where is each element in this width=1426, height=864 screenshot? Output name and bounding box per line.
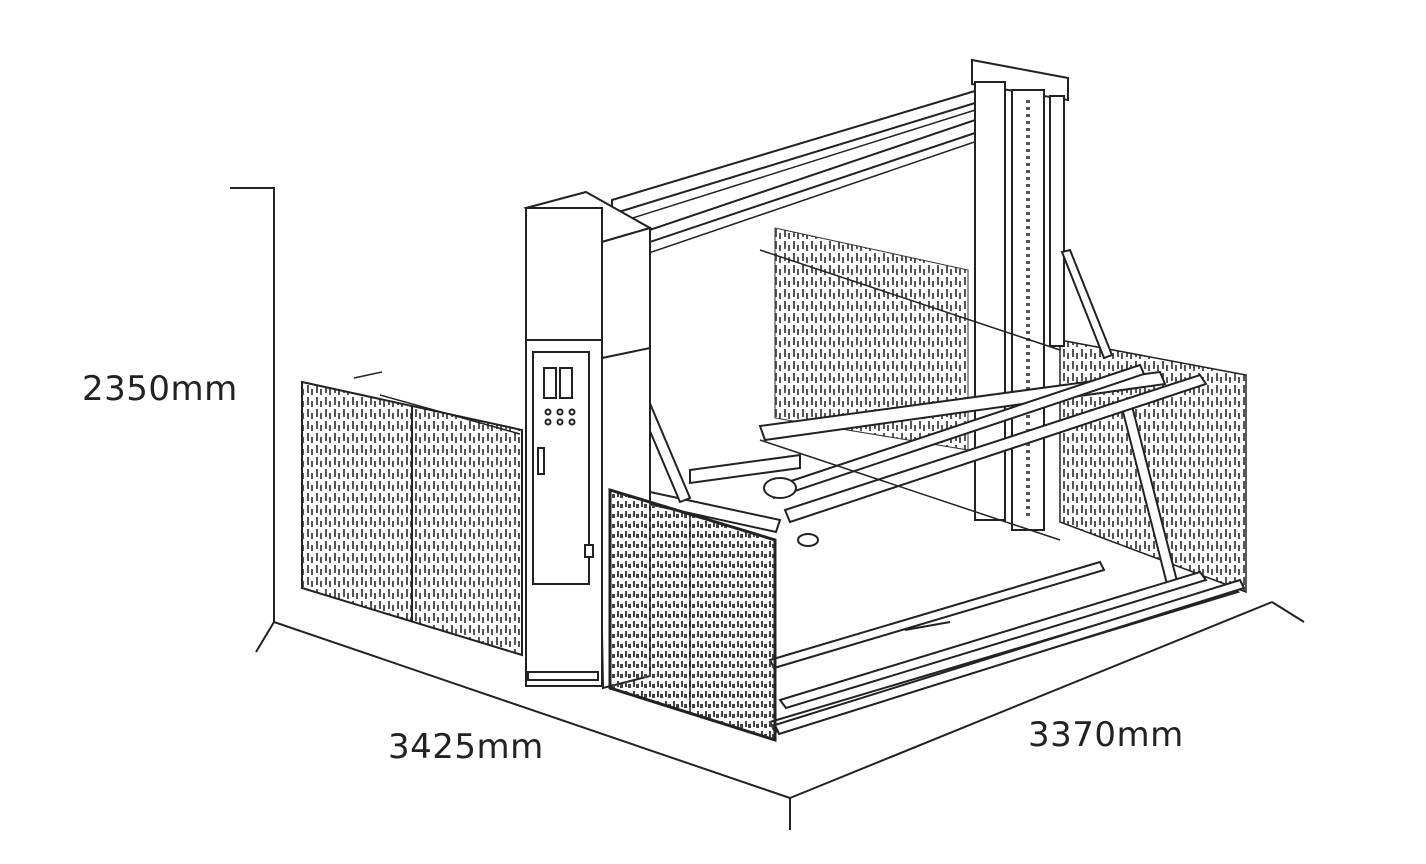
- width-dimension-label: 3425mm: [388, 727, 544, 767]
- front-mesh-panel: [608, 487, 777, 743]
- top-rails: [611, 86, 993, 257]
- width-dimension-line: [273, 621, 791, 799]
- lifting-carriage: [646, 249, 1208, 547]
- right-brace: [1060, 248, 1180, 590]
- height-dimension-line: [230, 187, 275, 622]
- dimension-lines: [230, 187, 1305, 830]
- width-tick-left: [255, 621, 275, 653]
- depth-tick-right: [1271, 601, 1305, 623]
- height-dimension-label: 2350mm: [82, 369, 238, 409]
- left-mesh-panel: [301, 371, 523, 657]
- front-bottom-rail: [773, 578, 1246, 736]
- depth-dimension-line: [789, 601, 1273, 799]
- right-column: [971, 58, 1069, 531]
- rear-right-mesh-panel: [1059, 339, 1247, 594]
- depth-dimension-label: 3370mm: [1028, 715, 1184, 755]
